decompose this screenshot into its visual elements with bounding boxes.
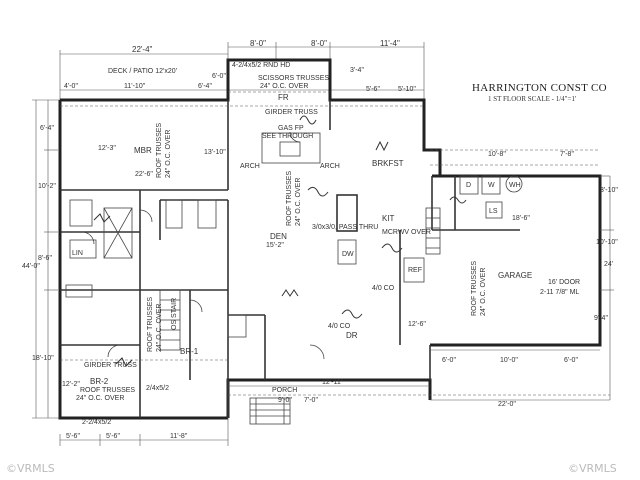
dim-left-8-6: 8'-6" bbox=[38, 255, 52, 262]
os-stair-label: OS STAIR bbox=[171, 298, 178, 330]
dim-b-3-10: 3'-10" bbox=[600, 187, 618, 194]
note-hd: 4-2/4x5/2 RND HD bbox=[232, 62, 290, 69]
dim-b-24x52: 2/4x5/2 bbox=[146, 385, 169, 392]
dim-b-12-2: 12'-2" bbox=[62, 381, 80, 388]
dim-b-22: 22'-0" bbox=[498, 401, 516, 408]
dim-5-6: 5'-6" bbox=[366, 86, 380, 93]
dim-g-10-10: 10'-10" bbox=[596, 239, 618, 246]
dim-g-10-8: 10'-8" bbox=[488, 151, 506, 158]
dim-top-8b: 8'-0" bbox=[311, 39, 327, 48]
dim-b-12-11: 12'-11" bbox=[322, 379, 344, 386]
room-br1: BR-1 bbox=[180, 347, 199, 356]
mbr-roof-trusses: ROOF TRUSSES bbox=[156, 123, 163, 178]
br2-roof-trusses: ROOF TRUSSES bbox=[80, 387, 135, 394]
mbr-oc-over: 24" O.C. OVER bbox=[165, 130, 172, 178]
dim-6-4: 6'-4" bbox=[198, 83, 212, 90]
room-brkfst: BRKFST bbox=[372, 159, 404, 168]
dim-g-10: 10'-0" bbox=[500, 357, 518, 364]
dim-left-18-10: 18'-10" bbox=[32, 355, 54, 362]
den-roof-trusses: ROOF TRUSSES bbox=[286, 171, 293, 226]
room-fr: FR bbox=[278, 93, 289, 102]
room-dr: DR bbox=[346, 331, 358, 340]
dim-top-8a: 8'-0" bbox=[250, 39, 266, 48]
dim-g-6b: 6'-0" bbox=[564, 357, 578, 364]
room-lin: LIN bbox=[72, 250, 83, 257]
room-den: DEN bbox=[270, 232, 287, 241]
dim-b-11-8: 11'-8" bbox=[170, 433, 188, 440]
dim-mbr-13: 13'-10" bbox=[204, 149, 226, 156]
bottom-dimensions: 5'-6" 5'-6" 11'-8" 22'-0" 9'-0" 7'-0" 12… bbox=[59, 379, 516, 446]
br1-oc-over: 24" O.C. OVER bbox=[156, 304, 163, 352]
dim-mbr-22: 22'-6" bbox=[135, 171, 153, 178]
note-pass-thru: 3/0x3/0, PASS THRU bbox=[312, 224, 378, 231]
dim-b-12-6: 12'-6" bbox=[408, 321, 426, 328]
top-dimensions: 22'-4" 8'-0" 8'-0" 11'-4" 4'-0" 11'-10" … bbox=[59, 39, 425, 100]
dim-g-6a: 6'-0" bbox=[442, 357, 456, 364]
dim-g-18-6: 18'-6" bbox=[512, 215, 530, 222]
dim-5-10: 5'-10" bbox=[398, 86, 416, 93]
left-dimensions: 6'-4" 10'-2" 44'-0" 8'-6" 18'-10" bbox=[22, 99, 60, 419]
note-girder-truss: GIRDER TRUSS bbox=[265, 109, 318, 116]
dim-g-24: 24' bbox=[604, 261, 613, 268]
note-door16-b: 2-11 7/8" ML bbox=[540, 289, 579, 296]
room-br2: BR-2 bbox=[90, 377, 109, 386]
dim-top-deck: 22'-4" bbox=[132, 45, 153, 54]
dim-left-10-2: 10'-2" bbox=[38, 183, 56, 190]
watermark-right: ©VRMLS bbox=[568, 462, 617, 475]
appliance-d: D bbox=[466, 182, 471, 189]
watermark-left: ©VRMLS bbox=[6, 462, 55, 475]
appliance-w: W bbox=[488, 182, 495, 189]
room-kit: KIT bbox=[382, 214, 395, 223]
room-mbr: MBR bbox=[134, 146, 152, 155]
dim-3-4: 3'-4" bbox=[350, 67, 364, 74]
dim-b-5-6a: 5'-6" bbox=[66, 433, 80, 440]
handwritten-marks bbox=[93, 115, 467, 367]
note-co-a: 4/0 CO bbox=[372, 285, 395, 292]
dim-11-10: 11'-10" bbox=[124, 83, 146, 90]
garage-oc-over: 24" O.C. OVER bbox=[480, 268, 487, 316]
dim-left-44: 44'-0" bbox=[22, 263, 40, 270]
appliance-ls: LS bbox=[489, 208, 498, 215]
den-oc-over: 24" O.C. OVER bbox=[295, 178, 302, 226]
appliance-wh: WH bbox=[509, 182, 521, 189]
deck-label: DECK / PATIO 12'x20' bbox=[108, 68, 177, 75]
dim-g-7-8: 7'-8" bbox=[560, 151, 574, 158]
note-mcrwv: MCRWV OVER bbox=[382, 229, 431, 236]
note-gas-fp: GAS FP bbox=[278, 125, 304, 132]
dim-b-7: 7'-0" bbox=[304, 397, 318, 404]
dim-top-11: 11'-4" bbox=[380, 39, 400, 48]
note-oc-over: 24" O.C. OVER bbox=[260, 83, 308, 90]
interior-walls bbox=[60, 100, 523, 425]
dim-b-2-24: 2-2/4x5/2 bbox=[82, 419, 111, 426]
company-title: HARRINGTON CONST CO bbox=[472, 82, 607, 94]
room-garage: GARAGE bbox=[498, 271, 532, 280]
note-arch-left: ARCH bbox=[240, 163, 260, 170]
den-size: 15'-2" bbox=[266, 242, 284, 249]
br2-oc-over: 24" O.C. OVER bbox=[76, 395, 124, 402]
garage-roof-trusses: ROOF TRUSSES bbox=[471, 261, 478, 316]
dim-mbr-12: 12'-3" bbox=[98, 145, 116, 152]
dim-4: 4'-0" bbox=[64, 83, 78, 90]
dim-6-0: 6'-0" bbox=[212, 73, 226, 80]
dim-b-9: 9'-0" bbox=[278, 397, 292, 404]
dim-g-9-4: 9'-4" bbox=[594, 315, 608, 322]
note-co-b: 4/0 CO bbox=[328, 323, 351, 330]
dim-b-5-6b: 5'-6" bbox=[106, 433, 120, 440]
note-see-through: SEE THROUGH bbox=[262, 133, 313, 140]
note-arch-right: ARCH bbox=[320, 163, 340, 170]
appliance-dw: DW bbox=[342, 251, 354, 258]
note-scissors: SCISSORS TRUSSES bbox=[258, 75, 329, 82]
dim-left-6-4: 6'-4" bbox=[40, 125, 54, 132]
scale-note: 1 ST FLOOR SCALE - 1/4"=1' bbox=[488, 95, 576, 103]
room-porch: PORCH bbox=[272, 387, 297, 394]
note-girder-truss2: GIRDER TRUSS bbox=[84, 362, 137, 369]
br1-roof-trusses: ROOF TRUSSES bbox=[147, 297, 154, 352]
note-door16: 16' DOOR bbox=[548, 279, 580, 286]
appliance-ref: REF bbox=[408, 267, 422, 274]
truss-lines bbox=[60, 91, 614, 401]
